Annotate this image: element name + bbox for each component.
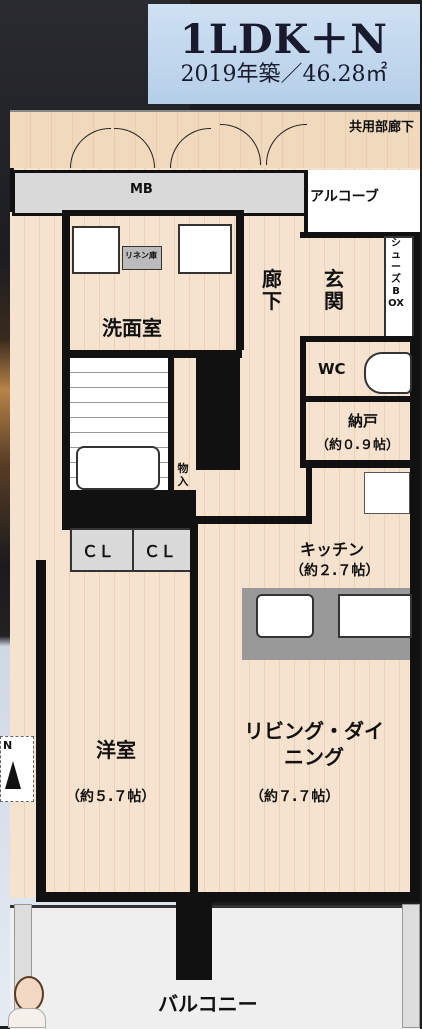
north-label: N — [3, 739, 13, 752]
avatar-head — [14, 976, 44, 1012]
wc-label: WC — [318, 360, 346, 378]
kitchen-label: キッチン — [300, 540, 365, 559]
wall — [36, 892, 420, 902]
entrance-label: 玄関 — [324, 267, 344, 313]
alcove — [306, 170, 420, 232]
door-icon — [266, 124, 307, 165]
hallway-label: 廊下 — [262, 267, 282, 313]
wall — [304, 170, 308, 238]
wall — [62, 210, 70, 530]
mb-label: MB — [130, 182, 153, 197]
avatar-body — [8, 1008, 46, 1028]
wall — [300, 232, 420, 238]
stove-icon — [338, 594, 412, 638]
wall — [300, 460, 420, 468]
door-icon — [70, 128, 111, 169]
western-room-label: 洋室 — [96, 738, 136, 762]
kitchen-size: （約２.７帖） — [290, 563, 380, 579]
wall — [300, 396, 420, 402]
refrigerator-space — [364, 472, 410, 514]
avatar — [6, 972, 46, 1028]
layout-type: 1LDK＋N — [180, 16, 388, 63]
wall — [10, 168, 14, 212]
compass-icon: N — [0, 736, 34, 802]
door-icon — [114, 128, 155, 169]
wall — [190, 524, 198, 894]
corridor-doors — [70, 118, 310, 174]
linen-storage — [122, 246, 162, 270]
closet-1 — [70, 528, 134, 572]
wall — [168, 358, 174, 492]
storage-label: 納戸 — [348, 412, 379, 430]
balcony-rail — [402, 904, 420, 1028]
door-icon — [170, 128, 211, 169]
shared-corridor-label: 共用部廊下 — [348, 120, 414, 135]
wall — [62, 210, 242, 216]
wall — [300, 336, 306, 466]
wall — [36, 560, 46, 902]
shared-corridor — [10, 110, 420, 178]
linen-label: リネン庫 — [125, 251, 157, 260]
wall — [410, 232, 420, 902]
balcony — [10, 905, 420, 1029]
closet-1-label: ＣＬ — [82, 542, 115, 561]
title-panel: 1LDK＋N 2019年築／46.28㎡ — [148, 4, 420, 104]
washing-machine-icon — [72, 226, 120, 274]
washroom-label: 洗面室 — [102, 316, 162, 340]
kitchen-sink-icon — [256, 594, 314, 638]
closet-2-label: ＣＬ — [144, 542, 177, 561]
alcove-label: アルコーブ — [310, 189, 379, 205]
shoes-box-label: シューズBOX — [388, 238, 404, 309]
balcony-label: バルコニー — [158, 992, 258, 1016]
sink-icon — [178, 224, 232, 274]
wall — [62, 490, 196, 498]
wall — [196, 516, 312, 524]
door-icon — [220, 124, 261, 165]
closet-2 — [132, 528, 194, 572]
balcony-pillar — [176, 900, 212, 980]
built-info: 2019年築／46.28㎡ — [180, 62, 388, 87]
wall — [300, 336, 420, 342]
closet-storage-label: 物入 — [177, 462, 189, 488]
wall — [236, 210, 244, 350]
bathtub-icon — [76, 446, 160, 490]
living-label: リビング・ダイニング — [244, 719, 384, 769]
storage-size: （約０.９帖） — [316, 438, 399, 453]
living-size: （約７.７帖） — [250, 789, 340, 805]
wall — [196, 350, 240, 470]
compass-needle — [5, 761, 21, 789]
wall — [62, 350, 242, 358]
toilet-icon — [364, 352, 412, 394]
shoes-box — [384, 236, 414, 340]
wall — [306, 460, 312, 524]
wall — [62, 498, 196, 528]
western-room-size: （約５.７帖） — [66, 789, 156, 805]
